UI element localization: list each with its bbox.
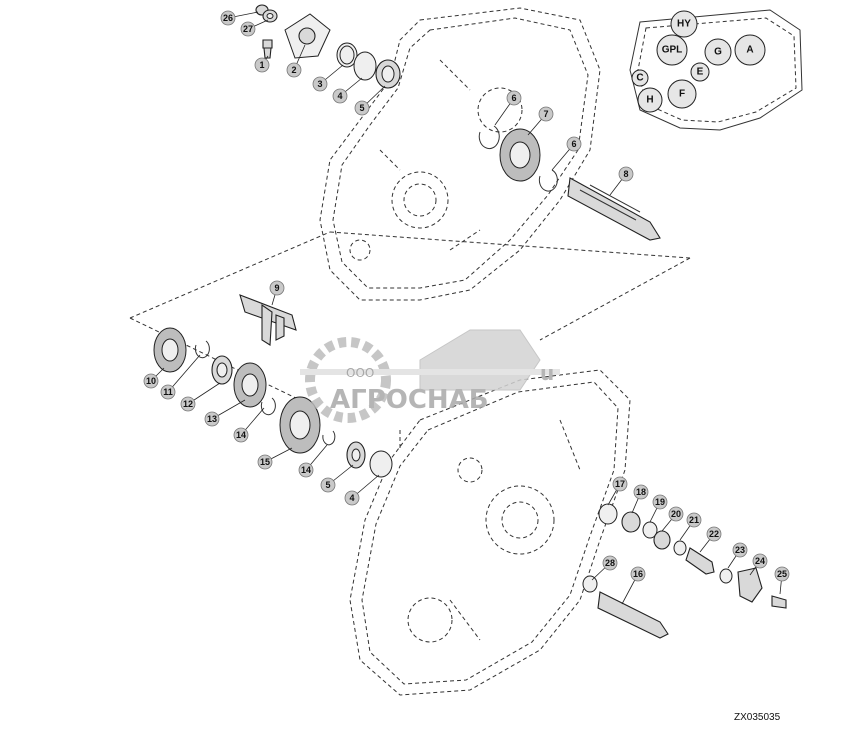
callout-22: 22 — [706, 526, 722, 542]
lower-right-parts — [582, 503, 787, 639]
callout-7: 7 — [538, 106, 554, 122]
inset-component-f: F — [667, 79, 697, 109]
callout-label: 6 — [511, 93, 516, 103]
drawing-code: ZX035035 — [734, 712, 781, 723]
callout-label: 15 — [260, 457, 270, 467]
inset-component-g: G — [704, 38, 732, 66]
callout-15: 15 — [257, 454, 273, 470]
callout-27: 27 — [240, 21, 256, 37]
callout-12: 12 — [180, 396, 196, 412]
watermark-name: АГРОСНАБ — [330, 385, 489, 415]
callout-label: 21 — [689, 515, 699, 525]
inset-component-a: A — [734, 34, 766, 66]
inset-label: H — [646, 95, 653, 106]
callout-label: 5 — [359, 103, 364, 113]
callout-label: 23 — [735, 545, 745, 555]
callout-4: 4 — [344, 490, 360, 506]
inset-component-gpl: GPL — [656, 34, 688, 66]
callout-label: 16 — [633, 569, 643, 579]
callout-25: 25 — [774, 566, 790, 582]
callout-label: 7 — [543, 109, 548, 119]
callout-28: 28 — [602, 555, 618, 571]
callout-label: 12 — [183, 399, 193, 409]
callout-11: 11 — [160, 384, 176, 400]
callout-label: 13 — [207, 414, 217, 424]
callout-label: 28 — [605, 558, 615, 568]
inset-component-h: H — [637, 87, 663, 113]
callout-3: 3 — [312, 76, 328, 92]
inset-component-hy: HY — [670, 10, 698, 38]
callout-label: 22 — [709, 529, 719, 539]
callout-label: 1 — [259, 60, 264, 70]
callout-label: 24 — [755, 556, 765, 566]
callout-18: 18 — [633, 484, 649, 500]
callout-6: 6 — [506, 90, 522, 106]
callout-2: 2 — [286, 62, 302, 78]
watermark: ООО АГРОСНАБ u — [300, 329, 560, 423]
inset-component-c: C — [631, 69, 649, 87]
callout-16: 16 — [630, 566, 646, 582]
inset-labels: HY GPL G A C E H F — [631, 10, 766, 113]
callout-label: 6 — [571, 139, 576, 149]
inset-label: F — [679, 89, 685, 100]
callout-label: 5 — [325, 480, 330, 490]
callout-14: 14 — [298, 462, 314, 478]
callout-17: 17 — [612, 476, 628, 492]
callout-5: 5 — [320, 477, 336, 493]
callout-label: 4 — [337, 91, 342, 101]
callout-label: 3 — [317, 79, 322, 89]
callout-14: 14 — [233, 427, 249, 443]
callout-label: 11 — [163, 387, 173, 397]
callout-24: 24 — [752, 553, 768, 569]
callout-label: 25 — [777, 569, 787, 579]
callout-label: 9 — [274, 283, 279, 293]
callout-4: 4 — [332, 88, 348, 104]
callout-23: 23 — [732, 542, 748, 558]
upper-housing-outline — [319, 7, 601, 301]
callout-21: 21 — [686, 512, 702, 528]
leader-line — [167, 354, 201, 393]
callout-label: 10 — [146, 376, 156, 386]
callout-5: 5 — [354, 100, 370, 116]
watermark-prefix: ООО — [346, 366, 374, 380]
inset-component-e: E — [690, 62, 710, 82]
inset-label: E — [697, 67, 704, 78]
callout-label: 8 — [623, 169, 628, 179]
callout-20: 20 — [668, 506, 684, 522]
lower-housing-outline — [349, 369, 631, 696]
plane-lines — [129, 231, 691, 450]
top-left-parts — [255, 4, 401, 89]
inset-label: A — [746, 45, 753, 56]
callout-label: 27 — [243, 24, 253, 34]
inset-label: G — [714, 47, 722, 58]
callout-label: 2 — [291, 65, 296, 75]
inset-diagram — [629, 9, 803, 131]
callout-9: 9 — [269, 280, 285, 296]
callout-label: 20 — [671, 509, 681, 519]
callout-1: 1 — [254, 57, 270, 73]
callout-10: 10 — [143, 373, 159, 389]
callout-19: 19 — [652, 494, 668, 510]
callout-label: 14 — [236, 430, 246, 440]
upper-shaft-parts — [478, 125, 661, 241]
callout-label: 4 — [349, 493, 354, 503]
callout-label: 26 — [223, 13, 233, 23]
callout-8: 8 — [618, 166, 634, 182]
inset-label: GPL — [662, 45, 683, 56]
callout-label: 19 — [655, 497, 665, 507]
callout-6: 6 — [566, 136, 582, 152]
watermark-suffix: u — [540, 361, 554, 385]
callout-13: 13 — [204, 411, 220, 427]
inset-label: C — [636, 73, 643, 84]
lower-left-parts — [153, 294, 393, 478]
callout-26: 26 — [220, 10, 236, 26]
callout-label: 18 — [636, 487, 646, 497]
callout-label: 14 — [301, 465, 311, 475]
callout-label: 17 — [615, 479, 625, 489]
inset-label: HY — [677, 19, 691, 30]
